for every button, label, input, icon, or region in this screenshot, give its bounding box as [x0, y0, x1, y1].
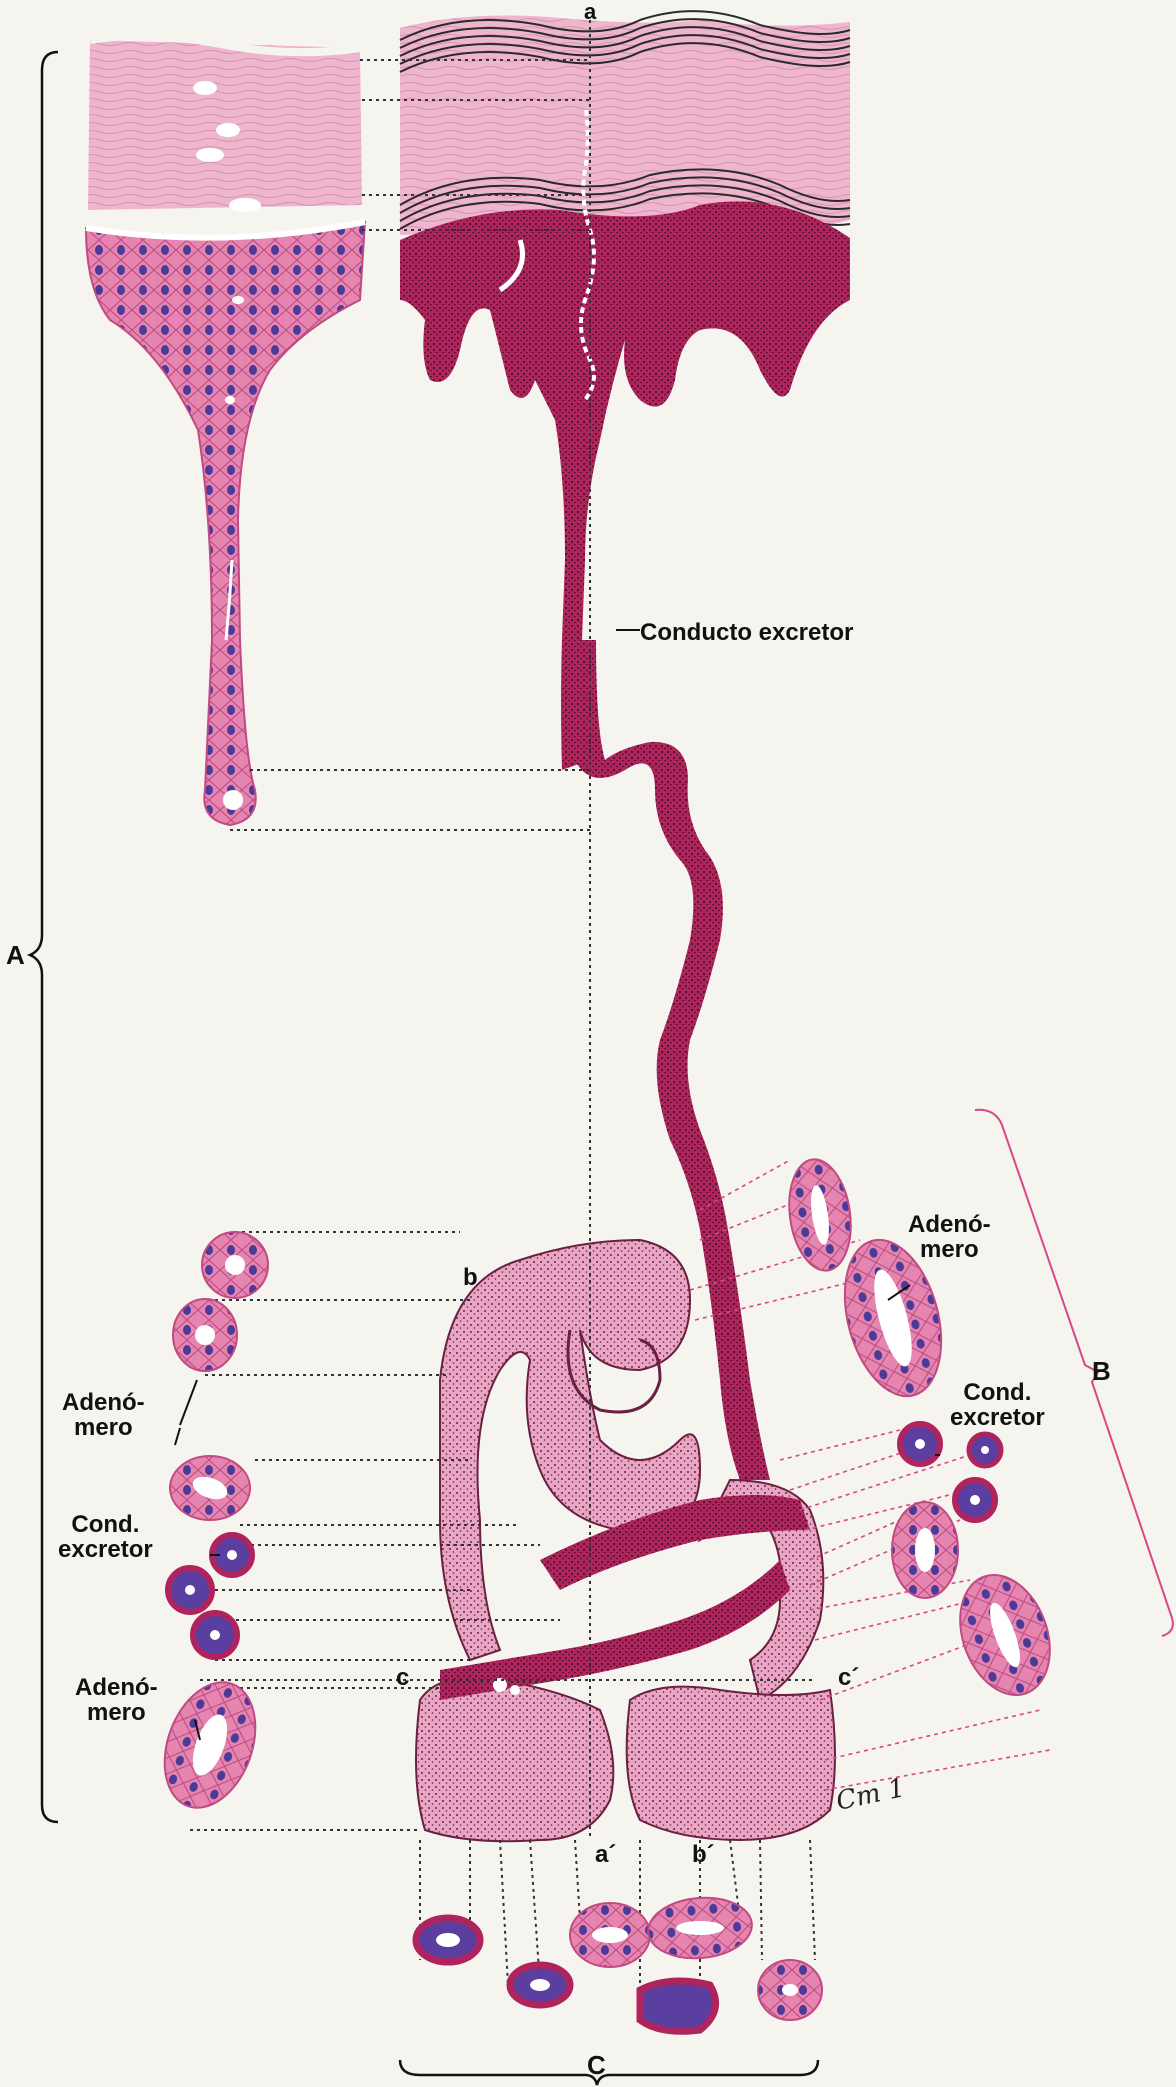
cross-section-adenomere [170, 1456, 250, 1520]
letter-a-top: a [584, 0, 596, 23]
left-cross-sections [148, 1232, 271, 1820]
cross-section-duct [640, 1981, 716, 2031]
label-cond-excretor-left-line1: Cond. [58, 1512, 153, 1537]
letter-b: b [463, 1265, 478, 1290]
label-cond-excretor-left: Cond. excretor [58, 1512, 153, 1562]
label-adenomero-left-top-line1: Adenó- [62, 1390, 145, 1415]
cross-section-adenomere [758, 1960, 822, 2020]
cross-section-duct [900, 1424, 940, 1464]
letter-B: B [1092, 1358, 1111, 1385]
label-conducto-excretor: Conducto excretor [640, 620, 853, 645]
cross-section-duct [416, 1918, 480, 1962]
label-cond-excretor-right-line2: excretor [950, 1405, 1045, 1430]
cross-section-adenomere [782, 1155, 857, 1274]
cross-section-adenomere [148, 1670, 271, 1821]
cross-section-adenomere [570, 1903, 650, 1967]
label-cond-excretor-right-line1: Cond. [950, 1380, 1045, 1405]
label-adenomero-left-bottom-line2: mero [75, 1700, 158, 1725]
cross-section-adenomere [944, 1562, 1065, 1707]
cross-section-duct [969, 1434, 1001, 1466]
cross-section-duct [955, 1480, 995, 1520]
letter-C: C [587, 2052, 606, 2079]
bottom-cross-sections [416, 1894, 822, 2032]
label-adenomero-right-line1: Adenó- [908, 1212, 991, 1237]
coiled-gland [416, 1240, 835, 1841]
cross-section-adenomere [173, 1299, 237, 1371]
label-adenomero-right-line2: mero [908, 1237, 991, 1262]
cross-section-adenomere [202, 1232, 268, 1298]
cross-section-adenomere [892, 1502, 958, 1598]
label-cond-excretor-right: Cond. excretor [950, 1380, 1045, 1430]
bracket-a [30, 52, 58, 1822]
bracket-b [975, 1110, 1173, 1636]
cross-section-duct [168, 1568, 212, 1612]
right-skin-section [400, 11, 850, 770]
label-adenomero-left-bottom: Adenó- mero [75, 1675, 158, 1725]
letter-b-prime: b´ [692, 1842, 715, 1867]
label-cond-excretor-left-line2: excretor [58, 1537, 153, 1562]
label-adenomero-left-top: Adenó- mero [62, 1390, 145, 1440]
cross-section-duct [193, 1613, 237, 1657]
label-adenomero-right: Adenó- mero [908, 1212, 991, 1262]
letter-c: c [396, 1665, 409, 1690]
label-adenomero-left-top-line2: mero [62, 1415, 145, 1440]
cross-section-duct [510, 1965, 570, 2005]
letter-c-prime: c´ [838, 1665, 859, 1690]
letter-a-prime: a´ [595, 1842, 616, 1867]
left-skin-section [86, 36, 365, 825]
label-adenomero-left-bottom-line1: Adenó- [75, 1675, 158, 1700]
letter-A: A [6, 942, 25, 969]
bracket-c [400, 2060, 818, 2085]
